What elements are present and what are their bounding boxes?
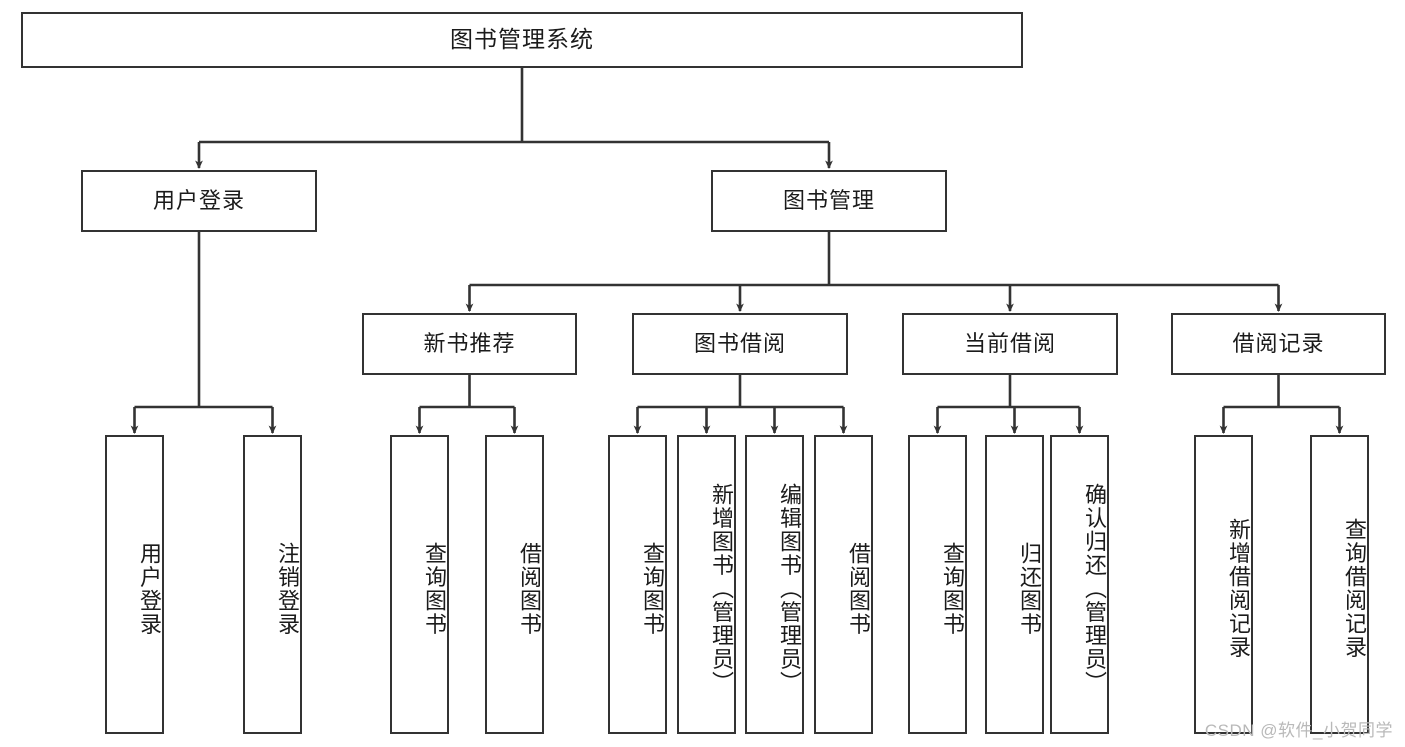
node-label: 查询图书 [422, 541, 447, 636]
node-label: 编辑图书（管理员） [777, 482, 802, 695]
node-label: 图书管理系统 [450, 26, 594, 53]
node-label: 图书借阅 [693, 330, 786, 356]
node-n-book-borrow[interactable]: 图书借阅 [632, 313, 848, 375]
node-label: 借阅图书 [517, 541, 542, 636]
node-label: 新增图书（管理员） [709, 482, 734, 695]
node-l-borrow-book-1[interactable]: 借阅图书 [485, 435, 544, 734]
node-n-new-book-rec[interactable]: 新书推荐 [362, 313, 577, 375]
node-l-borrow-book-2[interactable]: 借阅图书 [814, 435, 873, 734]
node-l-add-book[interactable]: 新增图书（管理员） [677, 435, 736, 734]
node-label: 借阅图书 [846, 541, 871, 636]
node-label: 用户登录 [152, 187, 245, 213]
node-l-query-record[interactable]: 查询借阅记录 [1310, 435, 1369, 734]
node-label: 注销登录 [275, 541, 300, 636]
node-label: 确认归还（管理员） [1082, 482, 1107, 695]
node-l-user-logout[interactable]: 注销登录 [243, 435, 302, 734]
node-label: 借阅记录 [1232, 330, 1325, 356]
node-label: 查询图书 [640, 541, 665, 636]
node-label: 查询图书 [940, 541, 965, 636]
node-label: 图书管理 [782, 187, 875, 213]
node-l-query-book-2[interactable]: 查询图书 [608, 435, 667, 734]
node-l-query-book-1[interactable]: 查询图书 [390, 435, 449, 734]
node-label: 用户登录 [137, 541, 162, 636]
node-label: 新书推荐 [423, 330, 516, 356]
node-l-query-book-3[interactable]: 查询图书 [908, 435, 967, 734]
node-label: 当前借阅 [963, 330, 1056, 356]
node-label: 新增借阅记录 [1226, 518, 1251, 659]
node-label: 归还图书 [1017, 541, 1042, 636]
node-l-user-login[interactable]: 用户登录 [105, 435, 164, 734]
watermark: CSDN @软件_小贺同学 [1204, 721, 1393, 740]
node-n-user-login[interactable]: 用户登录 [81, 170, 317, 232]
node-n-book-mgmt[interactable]: 图书管理 [711, 170, 947, 232]
node-l-edit-book[interactable]: 编辑图书（管理员） [745, 435, 804, 734]
node-root[interactable]: 图书管理系统 [21, 12, 1023, 68]
node-l-add-record[interactable]: 新增借阅记录 [1194, 435, 1253, 734]
node-l-return-book[interactable]: 归还图书 [985, 435, 1044, 734]
node-n-borrow-record[interactable]: 借阅记录 [1171, 313, 1386, 375]
node-l-confirm-return[interactable]: 确认归还（管理员） [1050, 435, 1109, 734]
node-label: 查询借阅记录 [1342, 518, 1367, 659]
node-n-current-borrow[interactable]: 当前借阅 [902, 313, 1118, 375]
